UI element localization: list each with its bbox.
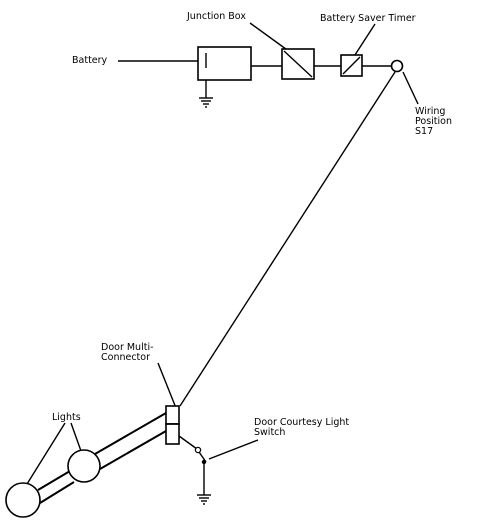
door-courtesy-switch-symbol: [194, 446, 207, 495]
lights-leader-line-2: [70, 422, 82, 452]
battery-ground-icon: [199, 80, 213, 108]
junction-box-label: Junction Box: [186, 11, 246, 22]
door-courtesy-switch-label-1: Door Courtesy Light: [254, 417, 349, 428]
light-bulb-upper: [67, 449, 101, 483]
switch-leader-line: [208, 439, 259, 460]
wiring-position-label-2: Position: [415, 116, 452, 127]
timer-leader-line: [352, 23, 376, 59]
lights-label: Lights: [52, 412, 81, 423]
door-multi-connector-symbol: [165, 405, 180, 445]
wiring-position-label-3: S17: [415, 126, 433, 137]
battery-symbol: [197, 46, 282, 81]
battery-label: Battery: [72, 55, 108, 66]
junction-box-symbol: [281, 48, 341, 80]
battery-saver-timer-label: Battery Saver Timer: [320, 13, 416, 24]
lights-leader-line-1: [26, 422, 66, 485]
wiring-position-circle: [390, 59, 404, 73]
door-courtesy-switch-label-2: Switch: [254, 427, 285, 438]
switch-ground-icon: [197, 494, 211, 505]
switch-feed-wire: [178, 435, 198, 450]
light-wires: [37, 412, 167, 504]
door-multi-connector-label-1: Door Multi-: [101, 342, 154, 353]
wiring-position-label-1: Wiring: [415, 106, 445, 117]
main-wire: [179, 71, 396, 407]
junction-box-leader-line: [249, 22, 291, 53]
connector-leader-line: [157, 362, 177, 409]
wiring-position-leader-line: [402, 71, 419, 105]
light-bulb-lower: [5, 482, 41, 518]
door-multi-connector-label-2: Connector: [101, 352, 150, 363]
battery-saver-timer-symbol: [340, 54, 391, 77]
